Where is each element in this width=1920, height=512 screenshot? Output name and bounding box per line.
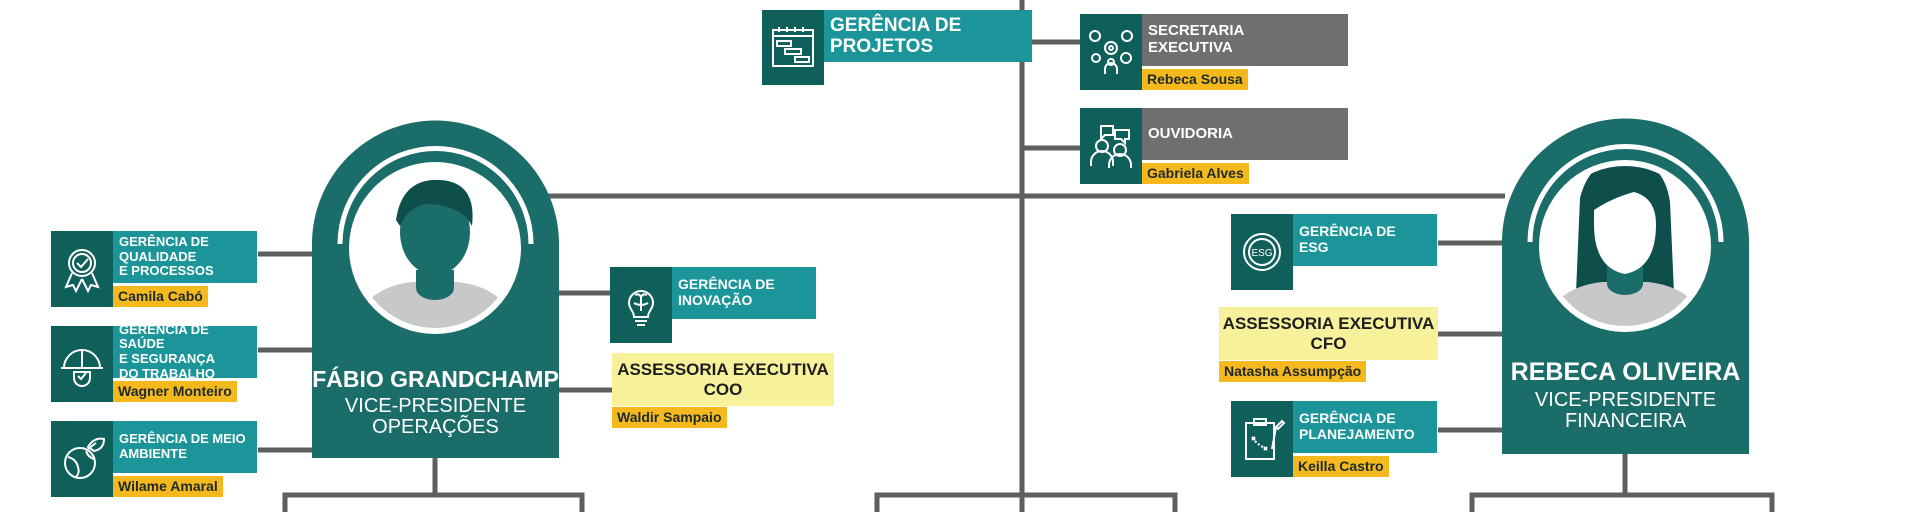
vp-role: VICE-PRESIDENTE OPERAÇÕES xyxy=(344,395,527,438)
female-avatar-icon xyxy=(1502,118,1749,454)
unit-title: GERÊNCIA DE PROJETOS xyxy=(824,10,1032,62)
unit-title: OUVIDORIA xyxy=(1142,108,1348,160)
svg-text:ESG: ESG xyxy=(1251,248,1272,259)
person-name: Waldir Sampaio xyxy=(612,407,727,428)
vp-financeira-card[interactable]: REBECA OLIVEIRA VICE-PRESIDENTE FINANCEI… xyxy=(1502,118,1749,454)
male-avatar-icon xyxy=(312,120,559,458)
brain-bulb-icon xyxy=(610,267,672,343)
people-chat-icon xyxy=(1080,108,1142,184)
unit-title: GERÊNCIA DE PLANEJAMENTO xyxy=(1293,401,1437,453)
vp-name: FÁBIO GRANDCHAMP xyxy=(312,366,559,392)
team-settings-icon xyxy=(1080,14,1142,90)
unit-title: GERÊNCIA DE ESG xyxy=(1293,214,1437,266)
unit-title: GERÊNCIA DE SAÚDE E SEGURANÇA DO TRABALH… xyxy=(113,322,257,380)
clipboard-plan-icon xyxy=(1231,401,1293,477)
person-name: Camila Cabó xyxy=(113,286,208,307)
person-name: Natasha Assumpção xyxy=(1219,361,1367,382)
esg-cycle-icon: ESG xyxy=(1231,214,1293,290)
eco-globe-icon xyxy=(51,421,113,497)
person-name: Rebeca Sousa xyxy=(1142,69,1248,90)
gantt-chart-icon xyxy=(762,10,824,85)
unit-title: GERÊNCIA DE QUALIDADE E PROCESSOS xyxy=(113,231,257,283)
person-name: Wilame Amaral xyxy=(113,476,223,497)
unit-title: SECRETARIA EXECUTIVA xyxy=(1142,14,1348,66)
person-name: Gabriela Alves xyxy=(1142,163,1249,184)
vp-name: REBECA OLIVEIRA xyxy=(1510,358,1741,386)
unit-title: ASSESSORIA EXECUTIVA CFO xyxy=(1219,307,1438,360)
safety-helmet-icon xyxy=(51,326,113,402)
unit-title: GERÊNCIA DE INOVAÇÃO xyxy=(672,267,816,319)
person-name: Keilla Castro xyxy=(1293,456,1389,477)
vp-role: VICE-PRESIDENTE FINANCEIRA xyxy=(1534,389,1717,432)
vp-operacoes-card[interactable]: FÁBIO GRANDCHAMP VICE-PRESIDENTE OPERAÇÕ… xyxy=(312,120,559,458)
person-name: Wagner Monteiro xyxy=(113,381,237,402)
quality-medal-icon xyxy=(51,231,113,307)
unit-title: ASSESSORIA EXECUTIVA COO xyxy=(612,353,834,406)
unit-title: GERÊNCIA DE MEIO AMBIENTE xyxy=(113,421,257,473)
